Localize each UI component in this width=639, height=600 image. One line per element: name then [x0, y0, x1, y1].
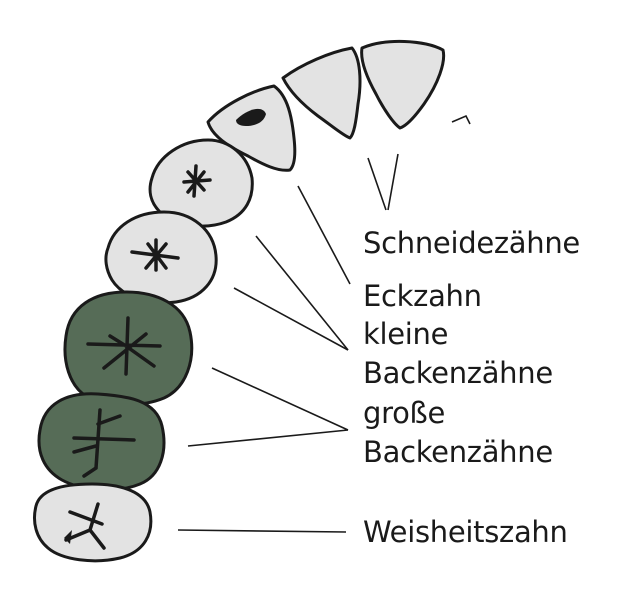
label-wisdom: Weisheitszahn [363, 518, 568, 547]
small-mark [452, 116, 470, 124]
label-molars-line1: große [363, 399, 445, 428]
label-premolars-line2: Backenzähne [363, 359, 553, 388]
central-incisor [362, 41, 444, 128]
first-molar [65, 292, 192, 405]
wisdom-tooth [35, 484, 151, 561]
second-molar [39, 394, 164, 490]
label-premolars-line1: kleine [363, 320, 448, 349]
lateral-incisor [283, 48, 360, 138]
second-premolar [106, 212, 216, 303]
label-canine: Eckzahn [363, 282, 482, 311]
label-molars-line2: Backenzähne [363, 438, 553, 467]
label-incisors: Schneidezähne [363, 229, 580, 258]
